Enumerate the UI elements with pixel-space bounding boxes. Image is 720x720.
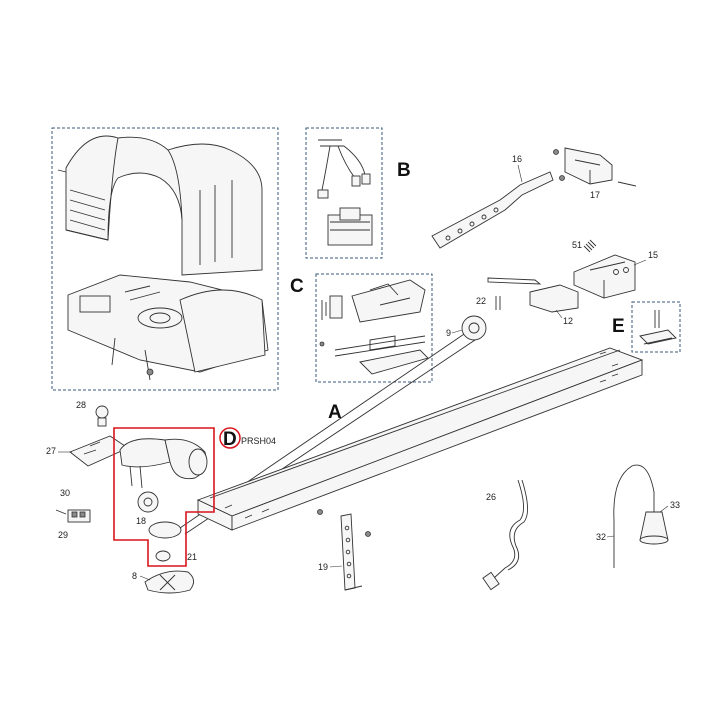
group-c-label: C	[290, 276, 304, 297]
part-51-label: 51	[572, 240, 582, 250]
part-17-label: 17	[590, 190, 600, 200]
group-a-box	[315, 273, 433, 383]
group-b-label: B	[397, 160, 411, 181]
spring-part	[583, 239, 597, 253]
sprocket-gear-part	[148, 521, 182, 562]
transformer-part	[317, 139, 373, 246]
motor-base-part	[67, 274, 269, 381]
part-15-label: 15	[648, 250, 658, 260]
part-19-label: 19	[318, 562, 328, 572]
group-d-label: D	[223, 429, 237, 450]
control-board-part	[69, 435, 129, 467]
header-bracket-part	[573, 254, 636, 299]
part-26-label: 26	[486, 492, 496, 502]
group-a-label: A	[328, 402, 342, 423]
front-bracket-part	[487, 277, 579, 313]
prsh04-code: PRSH04	[241, 436, 276, 446]
handle-part	[639, 511, 669, 545]
group-e-label: E	[612, 316, 625, 337]
bulb-part	[95, 405, 109, 427]
door-bracket-part	[553, 147, 637, 187]
part-30-label: 30	[60, 488, 70, 498]
part-21-label: 21	[187, 552, 197, 562]
group-c-box	[51, 127, 279, 391]
part-22-label: 22	[476, 296, 486, 306]
pull-rope-part	[613, 464, 655, 568]
rail-part	[196, 347, 644, 531]
part-9-label: 9	[446, 328, 451, 338]
terminal-part	[55, 509, 91, 523]
door-arm-part	[431, 171, 554, 249]
part-29-label: 29	[58, 530, 68, 540]
base-plate-part	[144, 570, 194, 594]
part-18-label: 18	[136, 516, 146, 526]
group-d-highlight	[113, 427, 215, 567]
motor-part	[119, 438, 208, 513]
wall-bracket-part	[317, 509, 371, 591]
part-32-label: 32	[596, 532, 606, 542]
power-cord-part	[482, 479, 528, 591]
group-b-box	[305, 127, 383, 259]
part-27-label: 27	[46, 446, 56, 456]
pin-part	[495, 296, 501, 310]
group-e-box	[631, 301, 681, 353]
part-8-label: 8	[132, 571, 137, 581]
cover-part	[57, 135, 263, 276]
part-33-label: 33	[670, 500, 680, 510]
group-d-circle	[219, 427, 241, 449]
part-12-label: 12	[563, 316, 573, 326]
part-28-label: 28	[76, 400, 86, 410]
part-16-label: 16	[512, 154, 522, 164]
carriage-part	[319, 279, 429, 375]
hanger-part	[639, 310, 677, 345]
